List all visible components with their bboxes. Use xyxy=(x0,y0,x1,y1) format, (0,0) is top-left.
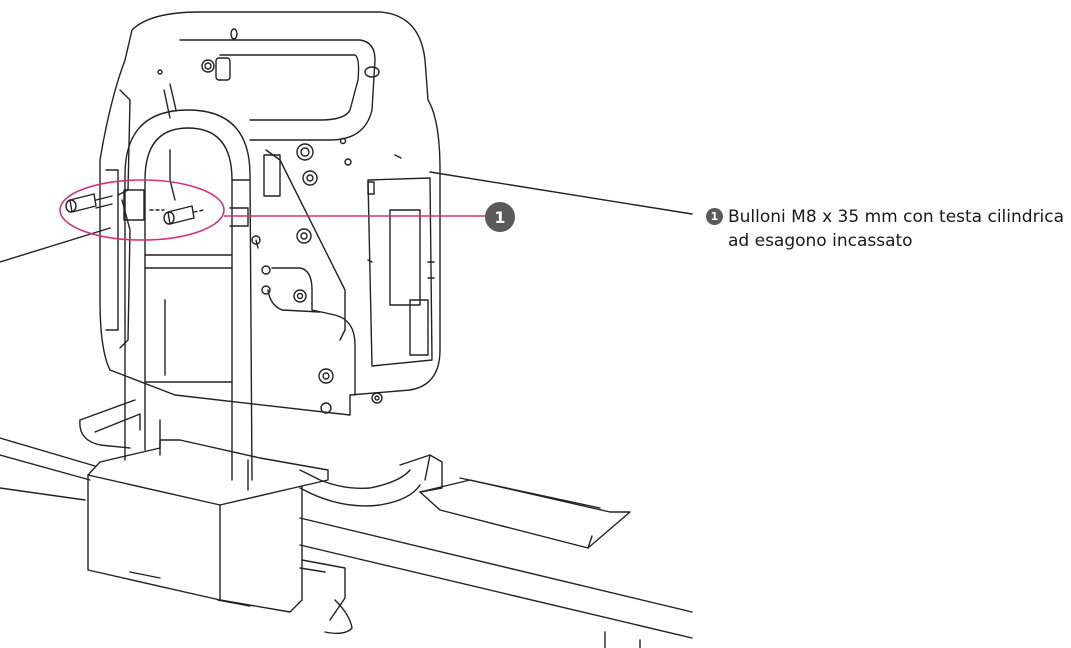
legend-number-badge: 1 xyxy=(706,208,723,225)
device-body xyxy=(99,11,441,416)
callout-marker-number: 1 xyxy=(494,208,505,227)
support-stand xyxy=(79,109,631,635)
callout-highlight xyxy=(59,179,490,241)
legend-text: Bulloni M8 x 35 mm con testa cilindrica … xyxy=(728,207,1065,251)
callout-legend: 1 Bulloni M8 x 35 mm con testa cilindric… xyxy=(706,205,1066,253)
callout-marker-1: 1 xyxy=(485,202,515,232)
table-edge xyxy=(0,171,693,648)
legend-item: 1 Bulloni M8 x 35 mm con testa cilindric… xyxy=(706,205,1066,253)
bolts xyxy=(65,189,205,225)
